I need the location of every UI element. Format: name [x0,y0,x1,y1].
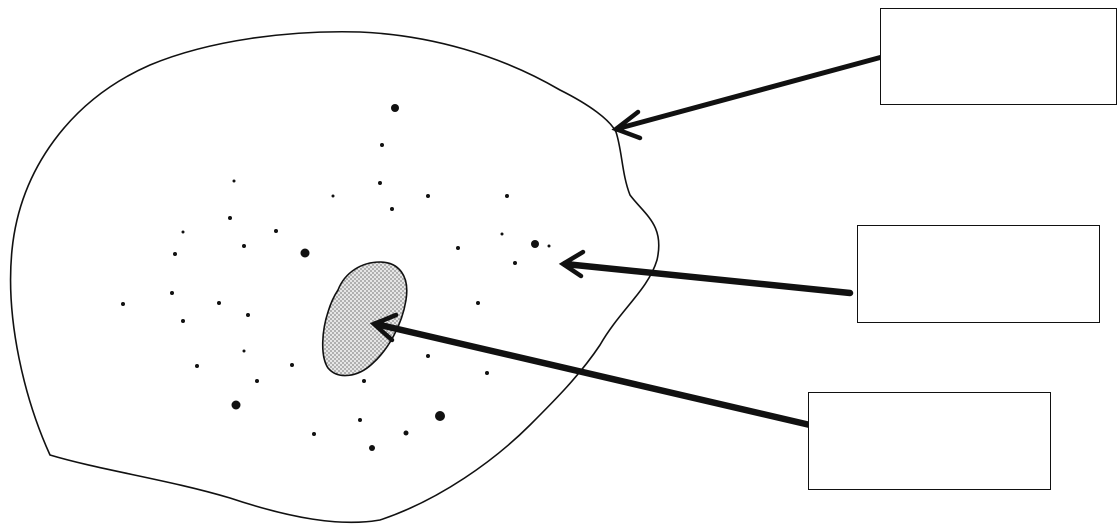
granule [501,233,504,236]
label-box-cytoplasm[interactable] [857,225,1100,323]
granule [456,246,460,250]
granule [181,319,185,323]
granule [274,229,278,233]
granule [301,249,310,258]
granule [228,216,232,220]
granule [182,231,185,234]
nucleus [323,262,407,376]
granule [369,445,375,451]
granule [476,301,480,305]
granule [513,261,517,265]
granule [426,354,430,358]
granule [531,240,539,248]
granule [380,143,384,147]
cytoplasm-arrow [563,252,850,293]
cytoplasm-granules [121,104,551,451]
granule [170,291,174,295]
granule [255,379,259,383]
granule [358,418,362,422]
granule [173,252,177,256]
granule [121,302,125,306]
granule [217,301,221,305]
granule [362,379,366,383]
granule [404,431,409,436]
granule [391,104,399,112]
granule [233,180,236,183]
nucleus-arrow [374,315,810,425]
membrane-arrow [616,57,882,138]
granule [378,181,382,185]
granule [435,411,445,421]
granule [312,432,316,436]
granule [232,401,241,410]
granule [243,350,246,353]
cell-membrane-outline [11,32,659,523]
granule [390,207,394,211]
granule [290,363,294,367]
granule [426,194,430,198]
granule [505,194,509,198]
granule [246,313,250,317]
granule [242,244,246,248]
granule [485,371,489,375]
granule [195,364,199,368]
granule [332,195,335,198]
label-box-nucleus[interactable] [808,392,1051,490]
granule [548,245,551,248]
label-box-cell-membrane[interactable] [880,8,1117,105]
